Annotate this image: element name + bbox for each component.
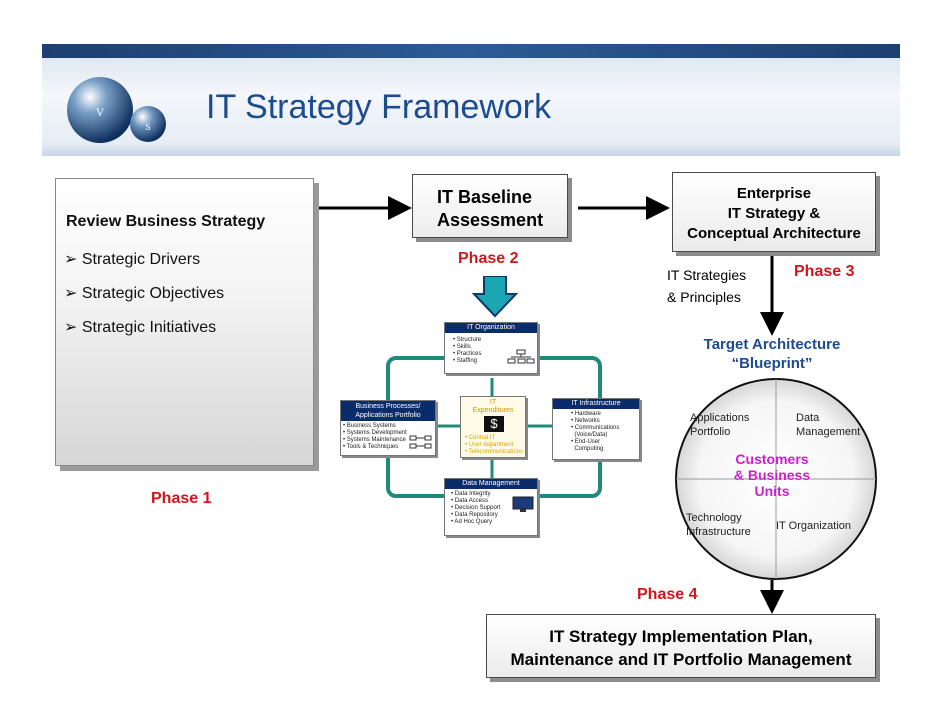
process-flow-icon	[409, 435, 432, 449]
data-item: • Data Integrity	[451, 491, 491, 497]
implementation-line2: Maintenance and IT Portfolio Management	[510, 650, 852, 669]
it-expenditures-box: IT Expenditures $ • Central IT • User de…	[460, 396, 526, 458]
baseline-line2: Assessment	[437, 210, 544, 230]
target-architecture-title: Target Architecture	[703, 336, 841, 353]
arrowhead-bullet-icon: ➢	[64, 251, 82, 268]
implementation-plan-box: IT Strategy Implementation Plan, Mainten…	[486, 614, 876, 678]
center-line3: Units	[754, 483, 790, 499]
business-item: • Tools & Techniques	[343, 444, 399, 450]
business-processes-box: Business Processes/ Applications Portfol…	[340, 400, 436, 456]
it-strategies-note-line1: IT Strategies	[667, 267, 747, 283]
monitor-icon	[512, 496, 534, 512]
customers-center-label: Customers & Business Units	[722, 451, 822, 499]
enterprise-line2: IT Strategy &	[727, 205, 821, 222]
data-item: • Data Access	[451, 498, 489, 504]
enterprise-it-strategy-box: Enterprise IT Strategy & Conceptual Arch…	[672, 172, 876, 252]
org-item: • Staffing	[453, 358, 478, 364]
it-organization-label: IT Organization	[776, 520, 852, 532]
data-item: • Ad Hoc Query	[451, 519, 493, 525]
header-top-stripe	[42, 44, 900, 58]
down-arrow-icon	[472, 276, 518, 318]
technology-label-line1: Technology	[686, 512, 742, 524]
data-item: • Decision Support	[451, 505, 501, 511]
it-strategies-note-line2: & Principles	[667, 289, 741, 305]
data-item: • Data Repository	[451, 512, 498, 518]
implementation-line1: IT Strategy Implementation Plan,	[549, 627, 813, 646]
org-chart-icon	[507, 349, 535, 364]
data-management-box: Data Management • Data Integrity • Data …	[444, 478, 538, 536]
it-organization-title: IT Organization	[445, 323, 537, 333]
baseline-line1: IT Baseline	[437, 187, 533, 207]
business-item: • Business Systems	[343, 423, 396, 429]
target-architecture-circle	[675, 378, 877, 580]
business-title-line2: Applications Portfolio	[355, 412, 421, 419]
phase-4-label: Phase 4	[637, 586, 698, 603]
expenditures-item: • Central IT	[465, 435, 496, 441]
org-item: • Structure	[453, 337, 482, 343]
phase-2-label: Phase 2	[458, 250, 519, 267]
expenditures-title-line2: Expenditures	[472, 407, 514, 414]
infrastructure-item: • Hardware	[571, 411, 601, 417]
infrastructure-item: (Voice/Data)	[571, 432, 608, 438]
org-item: • Skills	[453, 344, 471, 350]
it-infrastructure-box: IT Infrastructure • Hardware • Networks …	[552, 398, 640, 460]
phase-3-label: Phase 3	[794, 263, 855, 280]
infrastructure-item: • Networks	[571, 418, 600, 424]
bullet-strategic-initiatives: ➢ Strategic Initiatives	[64, 317, 216, 337]
enterprise-line1: Enterprise	[736, 185, 812, 202]
arrowhead-bullet-icon: ➢	[64, 319, 82, 336]
it-organization-box: IT Organization • Structure • Skills • P…	[444, 322, 538, 374]
business-title: Business Processes/ Applications Portfol…	[341, 401, 435, 421]
svg-text:v: v	[96, 103, 104, 120]
applications-label-line1: Applications	[690, 412, 750, 424]
applications-label-line2: Portfolio	[690, 426, 731, 438]
header-band	[42, 44, 900, 156]
svg-text:s: s	[145, 119, 150, 134]
infrastructure-item: • Communications	[571, 425, 620, 431]
enterprise-line3: Conceptual Architecture	[687, 225, 861, 242]
bullet-text: Strategic Drivers	[81, 251, 201, 268]
review-business-strategy-box: Review Business Strategy ➢ Strategic Dri…	[55, 178, 314, 466]
review-heading: Review Business Strategy	[66, 213, 266, 230]
phase-1-label: Phase 1	[151, 490, 212, 507]
infrastructure-item: • End-User	[571, 439, 601, 445]
arrowhead-bullet-icon: ➢	[64, 285, 82, 302]
infrastructure-title: IT Infrastructure	[553, 399, 639, 409]
globe-logo-icon: v s	[67, 77, 166, 143]
technology-label-line2: Infrastructure	[686, 526, 751, 538]
expenditures-item: • User department	[465, 442, 514, 448]
expenditures-title-line1: IT	[489, 399, 497, 406]
bullet-strategic-objectives: ➢ Strategic Objectives	[64, 283, 224, 303]
business-title-line1: Business Processes/	[355, 403, 421, 410]
data-label-line1: Data	[796, 412, 820, 424]
business-item: • Systems Maintenance	[343, 437, 406, 443]
expenditures-item: • Telecommunications	[465, 449, 524, 455]
page-title: IT Strategy Framework	[206, 88, 552, 126]
it-baseline-assessment-box: IT Baseline Assessment	[412, 174, 568, 238]
infrastructure-item: Computing	[571, 446, 604, 452]
center-line2: & Business	[733, 467, 811, 483]
bullet-text: Strategic Objectives	[81, 285, 225, 302]
center-line1: Customers	[735, 451, 809, 467]
business-item: • Systems Development	[343, 430, 407, 436]
target-blueprint-title: “Blueprint”	[731, 355, 813, 372]
data-management-title: Data Management	[445, 479, 537, 489]
data-label-line2: Management	[796, 426, 861, 438]
org-item: • Practices	[453, 351, 482, 357]
bullet-strategic-drivers: ➢ Strategic Drivers	[64, 249, 200, 269]
dollar-icon: $	[484, 416, 504, 432]
bullet-text: Strategic Initiatives	[81, 319, 217, 336]
expenditures-title: IT Expenditures	[461, 399, 525, 415]
